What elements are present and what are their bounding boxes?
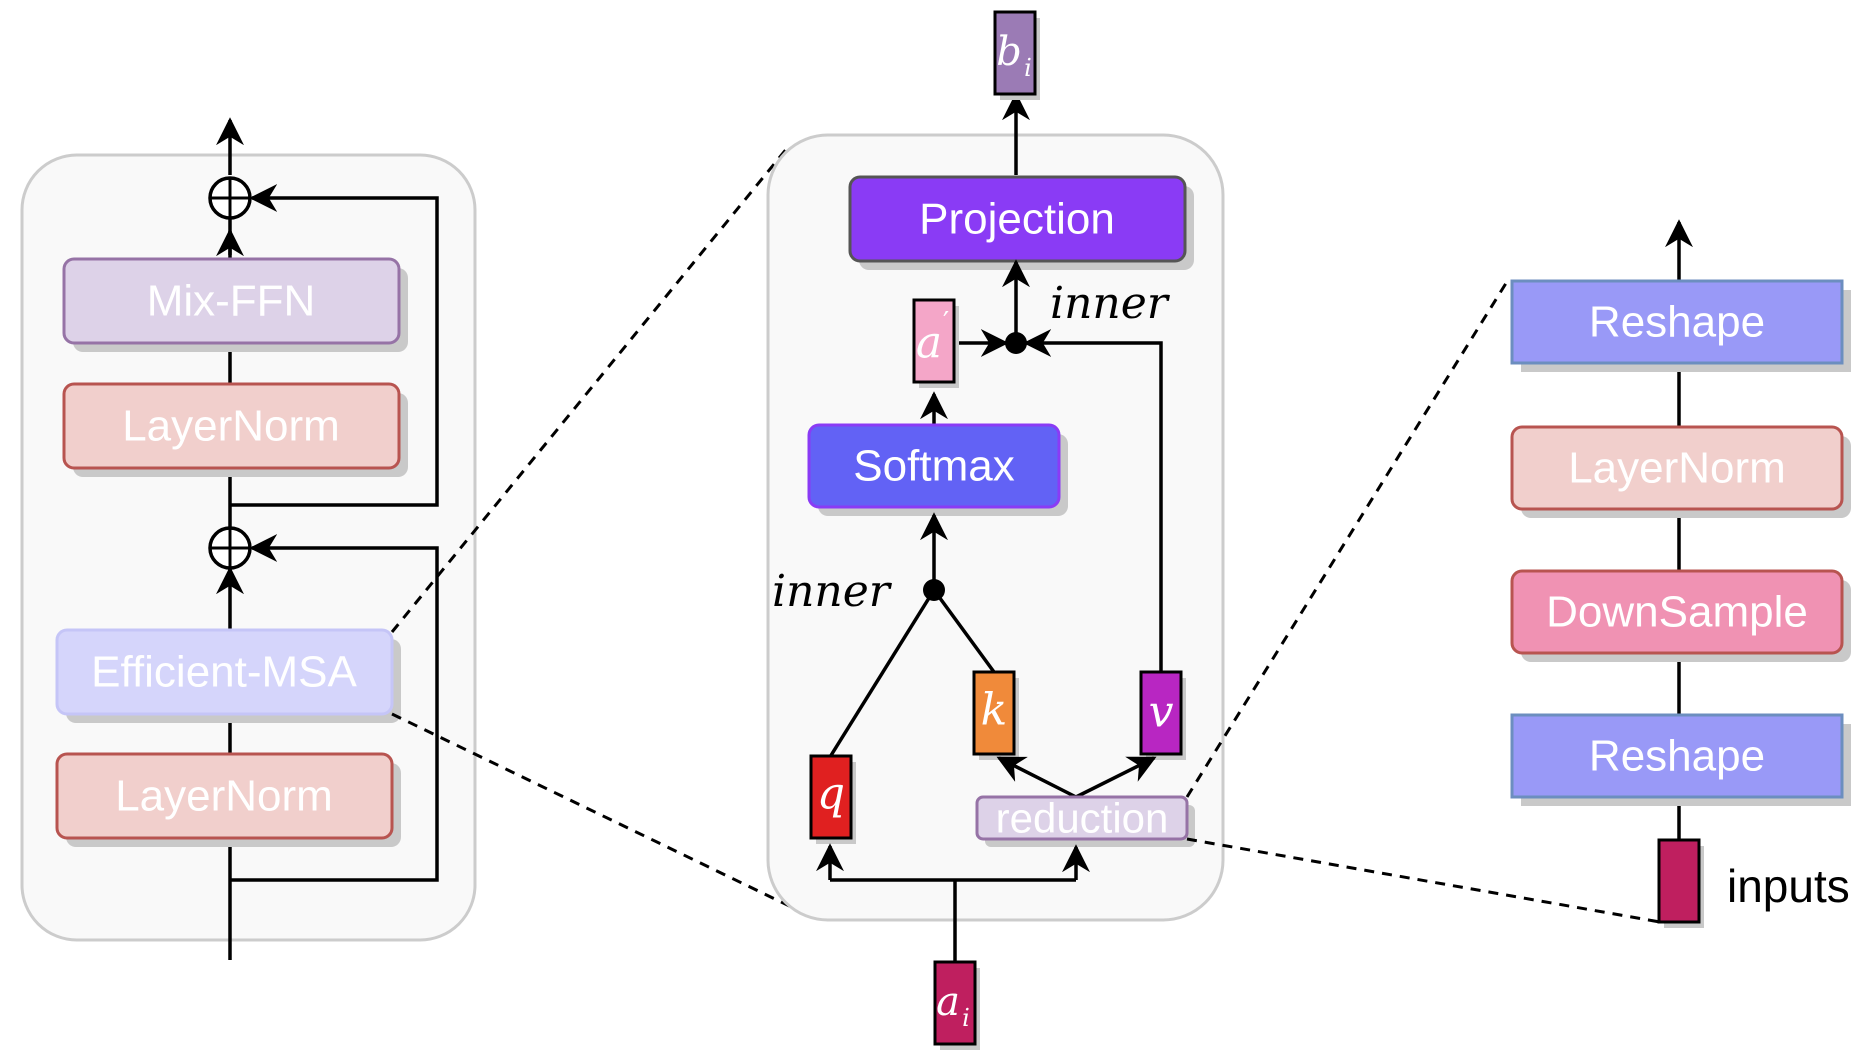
layernorm-top-label: LayerNorm (122, 402, 340, 451)
output-symbol: b (996, 29, 1022, 75)
inputs-label: inputs (1727, 860, 1850, 912)
reshape-bottom-box: Reshape (1510, 713, 1851, 806)
inner-junction-top (1005, 332, 1027, 354)
projection-label: Projection (919, 195, 1115, 244)
reduction-detail: Reshape LayerNorm DownSample Reshape inp… (1510, 219, 1851, 928)
mix-ffn-box: Mix-FFN (62, 257, 408, 352)
value-symbol: v (1149, 687, 1174, 738)
projection-box: Projection (848, 175, 1194, 270)
attention-block: b i Projection inner a ′ Softmax (766, 10, 1225, 1050)
zoom-line-right-bottom (1186, 837, 1661, 924)
softmax-box: Softmax (807, 423, 1068, 516)
reduction-layernorm-box: LayerNorm (1510, 425, 1851, 518)
downsample-box: DownSample (1510, 569, 1851, 662)
reshape-top-label: Reshape (1589, 298, 1765, 347)
output-token: b i (993, 10, 1040, 100)
reduction-layernorm-label: LayerNorm (1568, 444, 1786, 493)
zoom-line-top (390, 146, 790, 633)
key-symbol: k (981, 685, 1008, 736)
layernorm-bottom-label: LayerNorm (115, 772, 333, 821)
query-symbol: q (817, 769, 845, 820)
inner-label-top: inner (1050, 278, 1171, 329)
inner-label-mid: inner (772, 566, 893, 617)
layernorm-bottom-box: LayerNorm (55, 752, 401, 847)
output-subscript: i (1024, 54, 1032, 82)
attn-symbol: a (916, 318, 942, 369)
value-token: v (1139, 670, 1186, 760)
zoom-line-bottom (391, 712, 809, 917)
reduction-input-token (1657, 838, 1704, 928)
layernorm-top-box: LayerNorm (62, 382, 408, 477)
input-subscript: i (962, 1004, 970, 1032)
input-token: a i (933, 960, 980, 1050)
add-node-top (208, 176, 252, 220)
reshape-bottom-label: Reshape (1589, 732, 1765, 781)
query-token: q (809, 754, 856, 844)
input-symbol: a (936, 979, 960, 1025)
add-node-bottom (208, 526, 252, 570)
zoom-line-right-top (1185, 279, 1510, 798)
softmax-label: Softmax (853, 442, 1014, 491)
transformer-block: Mix-FFN LayerNorm Efficient-MSA LayerNor… (20, 117, 477, 960)
reduction-box: reduction (975, 795, 1195, 847)
attention-block-container (766, 133, 1225, 922)
reshape-top-box: Reshape (1510, 279, 1851, 372)
attention-weights-token: a ′ (912, 298, 959, 388)
downsample-label: DownSample (1546, 588, 1808, 637)
attn-prime: ′ (943, 306, 949, 339)
efficient-msa-label: Efficient-MSA (91, 648, 357, 697)
key-token: k (972, 670, 1019, 760)
reduction-label: reduction (996, 795, 1169, 842)
mix-ffn-label: Mix-FFN (147, 277, 316, 326)
efficient-msa-box: Efficient-MSA (55, 628, 401, 723)
